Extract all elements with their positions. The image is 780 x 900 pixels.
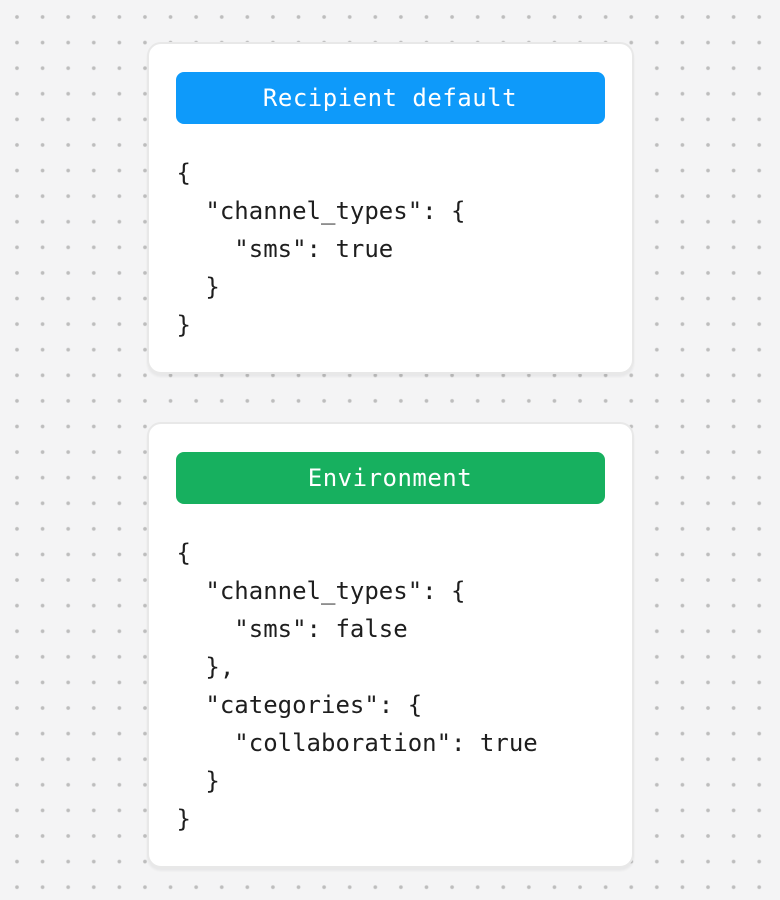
preference-card-recipient-default: Recipient default { "channel_types": { "… bbox=[146, 42, 634, 374]
preference-card-environment: Environment { "channel_types": { "sms": … bbox=[146, 422, 634, 868]
json-code-block-environment: { "channel_types": { "sms": false }, "ca… bbox=[176, 539, 538, 833]
card-title-badge-environment: Environment bbox=[175, 452, 605, 504]
json-code-block-recipient-default: { "channel_types": { "sms": true } } bbox=[176, 159, 466, 339]
card-title-badge-recipient-default: Recipient default bbox=[175, 72, 605, 124]
